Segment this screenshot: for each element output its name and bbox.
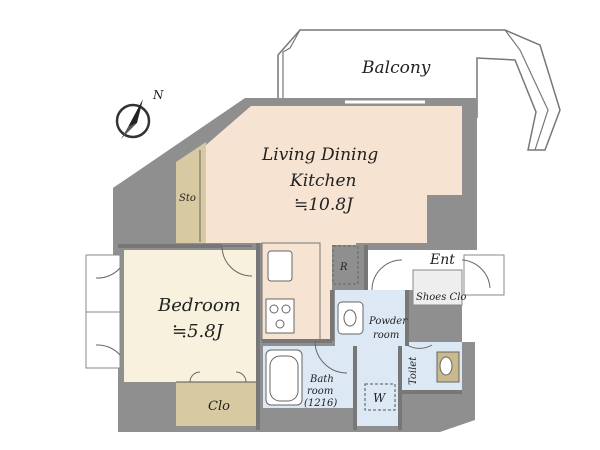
shoes-closet: [412, 269, 463, 306]
entrance-label: Ent: [429, 252, 455, 268]
washer-space-floor: [355, 346, 400, 426]
ldk-size: ≒10.8J: [294, 195, 354, 215]
bedroom-floor: [124, 250, 258, 382]
ldk-label-line1: Living Dining: [261, 145, 378, 165]
ldk-floor: [206, 106, 462, 341]
toilet-label: Toilet: [408, 356, 419, 385]
door-swings: [95, 245, 491, 383]
storage-label: Sto: [179, 193, 196, 204]
powder-room-label-line1: Powder: [368, 316, 408, 327]
bedroom-size: ≒5.8J: [172, 321, 225, 342]
washer-label: W: [373, 391, 387, 405]
sink: [267, 250, 293, 282]
bedroom-label: Bedroom: [157, 295, 241, 316]
bathroom-label-line1: Bath: [309, 374, 334, 385]
closet-floor: [176, 382, 258, 426]
compass-north-label: N: [152, 88, 164, 102]
bathroom-label-line2: room: [307, 386, 333, 397]
entrance-door: [463, 254, 505, 296]
bedroom-windows: [85, 254, 121, 369]
bathtub: [265, 349, 303, 406]
shoes-closet-label: Shoes Clo: [416, 292, 466, 303]
washbasin: [337, 301, 364, 335]
powder-room-label-line2: room: [373, 330, 399, 341]
ldk-label-line2: Kitchen: [289, 171, 356, 191]
storage-floor: [176, 142, 206, 243]
stove: [265, 298, 295, 334]
closet-label: Clo: [208, 399, 230, 414]
washer-space: [364, 383, 396, 411]
balcony-area: [277, 29, 561, 151]
interior-walls: [118, 243, 462, 430]
refrigerator-label: R: [339, 262, 348, 273]
refrigerator-space: [332, 245, 359, 285]
compass-icon: N: [115, 88, 164, 139]
bathroom-size: (1216): [304, 398, 337, 409]
balcony-label: Balcony: [361, 58, 431, 78]
